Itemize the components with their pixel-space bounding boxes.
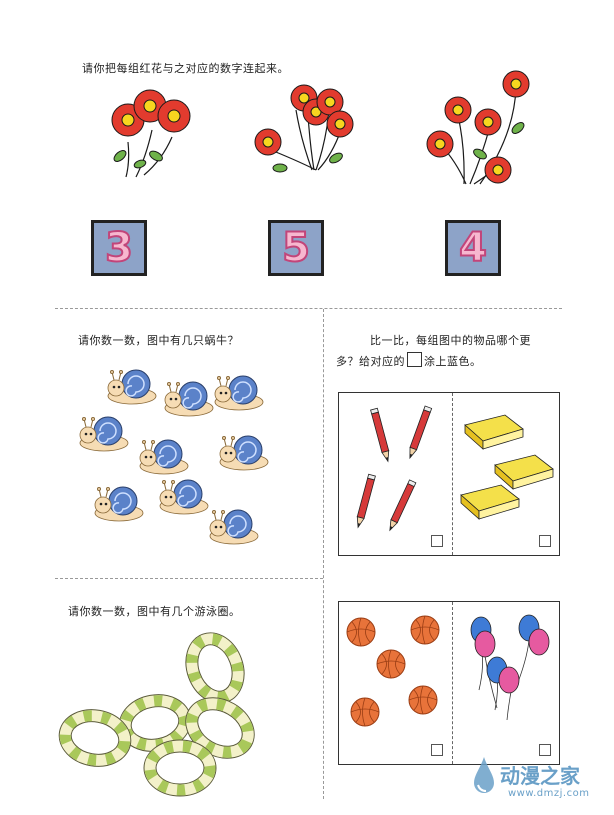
watermark-url: www.dmzj.com	[508, 788, 590, 799]
separator-horizontal-top	[55, 308, 562, 309]
book-2	[494, 454, 554, 490]
book-1	[464, 414, 524, 450]
balloon-4	[528, 628, 550, 656]
snail-4	[79, 416, 129, 452]
flower-group-2	[254, 84, 354, 173]
balloons-checkbox[interactable]	[539, 744, 551, 756]
snail-1	[107, 369, 157, 405]
balloon-6	[498, 666, 520, 694]
compare-panel-2	[338, 601, 560, 765]
number-card-2[interactable]: 5	[268, 220, 324, 276]
balloons-group	[470, 614, 550, 721]
flower-2b	[290, 84, 318, 112]
swim-ring-5	[150, 746, 210, 790]
pencil-2	[406, 405, 433, 460]
snail-3	[214, 375, 264, 411]
number-card-3[interactable]: 4	[445, 220, 501, 276]
snail-7	[94, 486, 144, 522]
swim-ring-group	[55, 628, 270, 798]
ball-4	[408, 685, 438, 715]
ring-instruction: 请你数一数，图中有几个游泳圈。	[68, 605, 241, 618]
flower-2e	[326, 110, 354, 138]
flower-3e	[484, 156, 512, 184]
snail-instruction: 请你数一数，图中有几只蜗牛？	[78, 334, 239, 347]
balls-group	[346, 615, 440, 727]
compare-panel-1-divider	[452, 393, 453, 555]
flower-group-1	[111, 89, 191, 178]
number-card-3-value: 4	[458, 225, 488, 271]
flower-1c	[157, 99, 191, 133]
snail-6	[219, 435, 269, 471]
compare-panel-1	[338, 392, 560, 556]
flower-3a	[444, 96, 472, 124]
snail-2	[164, 381, 214, 417]
book-3	[460, 484, 520, 520]
compare-instruction-line2: 多？给对应的 涂上蓝色。	[336, 352, 482, 369]
compare-instruction-part1: 多？给对应的	[336, 355, 405, 368]
compare-instruction-line1: 比一比，每组图中的物品哪个更	[370, 334, 531, 347]
number-card-2-value: 5	[281, 225, 311, 271]
pencil-3	[354, 473, 376, 529]
flower-group-3	[426, 70, 530, 185]
compare-panel-2-divider	[452, 602, 453, 764]
ball-2	[410, 615, 440, 645]
books-group	[460, 414, 554, 520]
ball-1	[346, 617, 376, 647]
flower-2d	[316, 88, 344, 116]
ball-5	[350, 697, 380, 727]
number-card-1[interactable]: 3	[91, 220, 147, 276]
swim-ring-3	[62, 711, 129, 765]
flower-instruction: 请你把每组红花与之对应的数字连起来。	[82, 62, 289, 75]
inline-checkbox-sample	[407, 352, 422, 367]
pencil-1	[370, 407, 392, 463]
flower-2a	[254, 128, 282, 156]
flower-3c	[502, 70, 530, 98]
flower-3d	[426, 130, 454, 158]
watermark-drop-icon	[474, 757, 494, 793]
books-checkbox[interactable]	[539, 535, 551, 547]
snail-group	[79, 369, 269, 545]
balloon-2	[474, 630, 496, 658]
pencils-checkbox[interactable]	[431, 535, 443, 547]
pencils-group	[354, 405, 433, 533]
ball-3	[376, 649, 406, 679]
swim-ring-1	[184, 632, 246, 703]
balls-checkbox[interactable]	[431, 744, 443, 756]
watermark-name: 动漫之家	[500, 764, 580, 788]
separator-vertical	[323, 309, 324, 799]
snail-9	[209, 509, 259, 545]
pencil-4	[386, 479, 417, 533]
snail-5	[139, 439, 189, 475]
snail-8	[159, 479, 209, 515]
number-card-1-value: 3	[104, 225, 134, 271]
flower-3b	[474, 108, 502, 136]
separator-horizontal-left	[55, 578, 323, 579]
compare-instruction-part2: 涂上蓝色。	[424, 355, 482, 368]
